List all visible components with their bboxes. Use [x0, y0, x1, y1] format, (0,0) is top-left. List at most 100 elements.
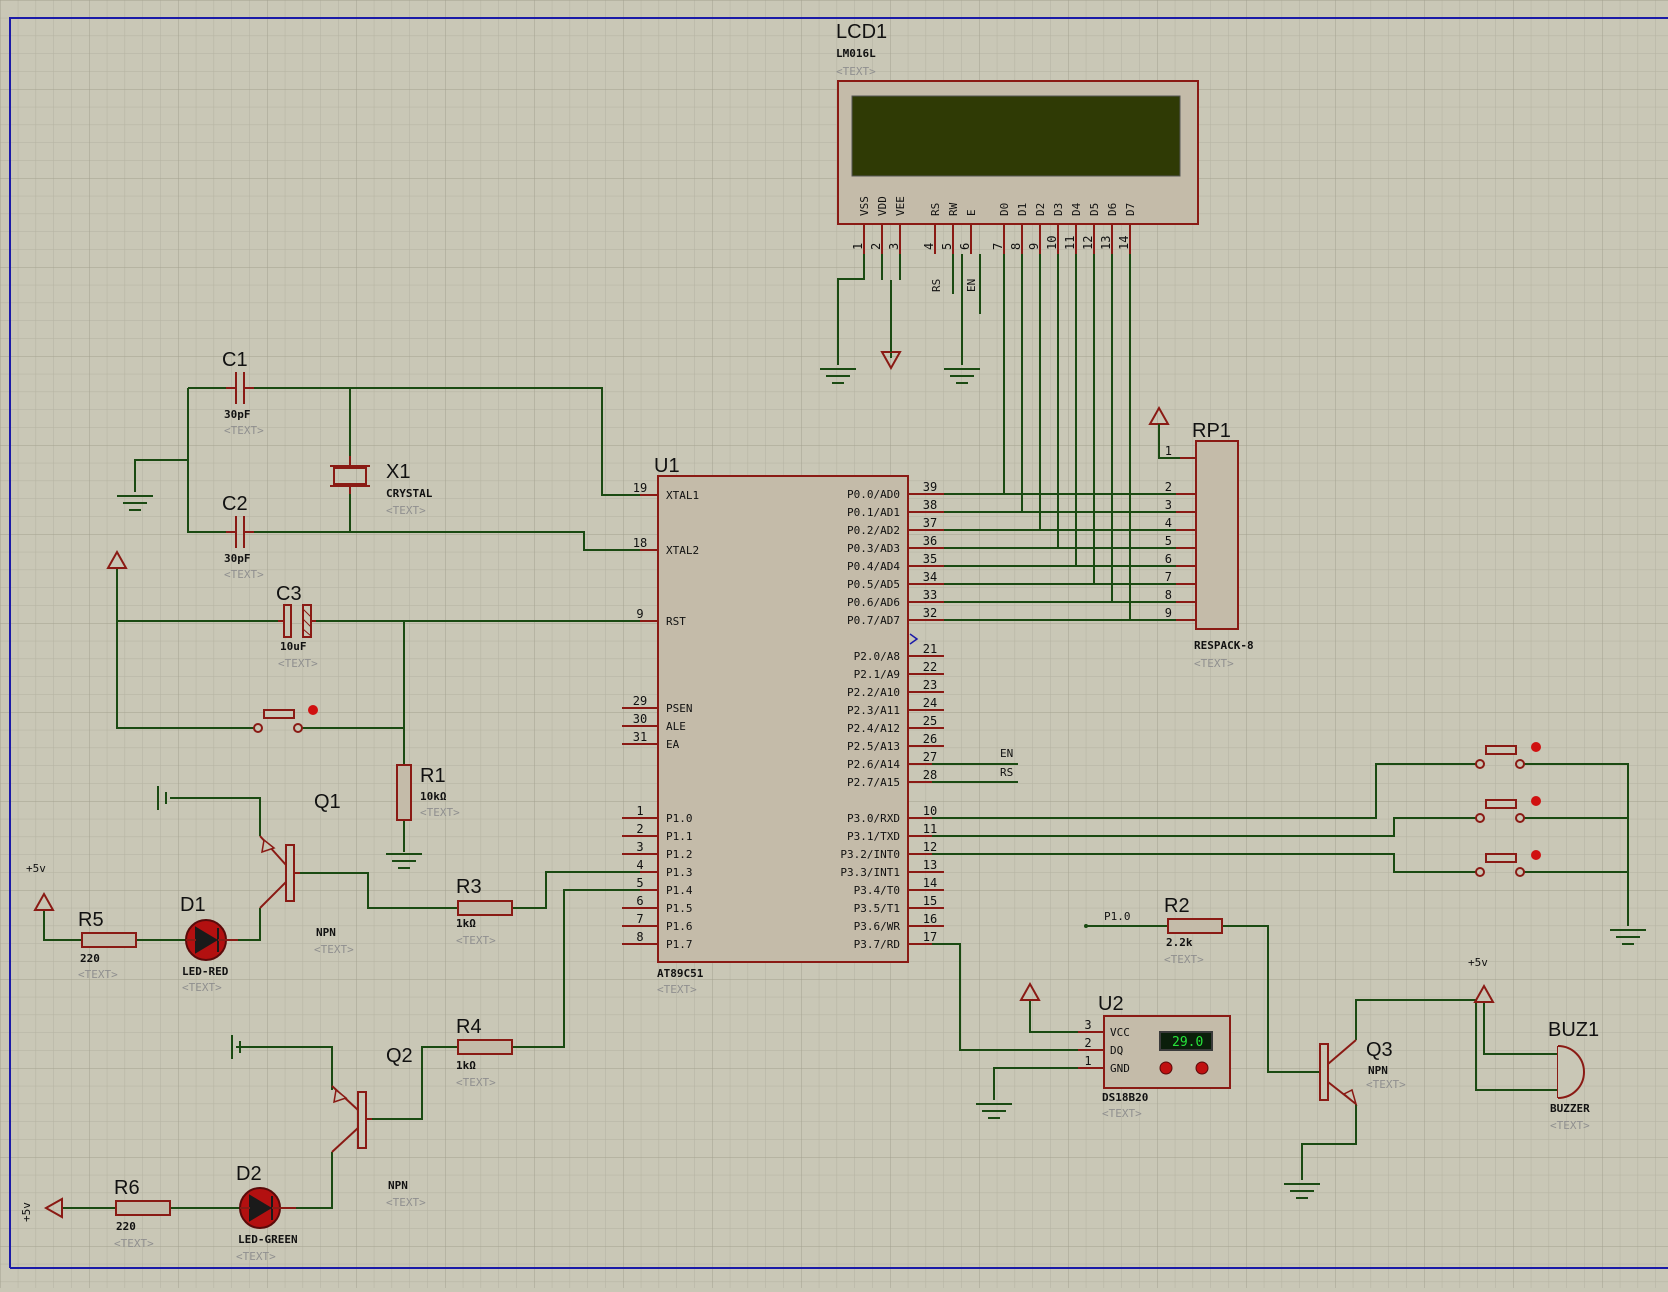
r2-resistor[interactable]: R2 2.2k <TEXT>: [1164, 895, 1223, 966]
q1-ground-battery: [157, 786, 167, 810]
u1-right-pin-name: P3.0/RXD: [847, 812, 900, 825]
c1-value: 30pF: [224, 408, 251, 421]
u2-increase-button[interactable]: [1195, 1061, 1209, 1075]
lcd-pin-number: 14: [1117, 236, 1131, 250]
lcd-pin-number: 10: [1045, 236, 1059, 250]
u1-right-pin-name: P3.7/RD: [854, 938, 900, 951]
rp1-ref: RP1: [1192, 420, 1231, 442]
u1-right-pin-number: 15: [923, 894, 937, 908]
q2-ref: Q2: [386, 1045, 413, 1067]
lcd-pin-name: D4: [1070, 202, 1083, 216]
u1-left-pin-name: P1.5: [666, 902, 693, 915]
rp1-body: [1195, 440, 1239, 630]
u2-pin-number: 1: [1084, 1054, 1091, 1068]
u1-left-pin-number: 30: [633, 712, 647, 726]
osc-ground: [117, 495, 153, 511]
r5-value: 220: [80, 952, 100, 965]
r1-text-placeholder: <TEXT>: [420, 806, 460, 819]
p3-pushbutton[interactable]: [1475, 796, 1541, 823]
u1-right-pin-name: P3.1/TXD: [847, 830, 900, 843]
r6-text-placeholder: <TEXT>: [114, 1237, 154, 1250]
u1-left-pin-number: 6: [636, 894, 643, 908]
lcd-pin-name: VSS: [858, 196, 871, 216]
lcd-pin-name: D0: [998, 203, 1011, 216]
u2-ref: U2: [1098, 993, 1124, 1015]
u1-right-pin-number: 11: [923, 822, 937, 836]
vcc-r5-label: +5v: [26, 862, 46, 875]
r5-resistor[interactable]: R5 220 <TEXT>: [78, 909, 137, 981]
u1-right-pin-name: P0.5/AD5: [847, 578, 900, 591]
d2-text-placeholder: <TEXT>: [236, 1250, 276, 1263]
rp1-text-placeholder: <TEXT>: [1194, 657, 1234, 670]
u1-right-pin-name: P3.6/WR: [854, 920, 901, 933]
r2-value: 2.2k: [1166, 936, 1193, 949]
rp1-pin-number: 8: [1165, 588, 1172, 602]
d2-led[interactable]: D2 LED-GREEN <TEXT>: [236, 1163, 298, 1263]
u1-right-pin-name: P2.4/A12: [847, 722, 900, 735]
r4-resistor[interactable]: R4 1kΩ <TEXT>: [456, 1016, 513, 1089]
lcd-pin-name: E: [965, 209, 978, 216]
p3-pushbuttons[interactable]: [1475, 742, 1541, 877]
lcd-pin-name: D7: [1124, 203, 1137, 216]
u1-right-pin-number: 34: [923, 570, 937, 584]
rp1-vcc: [1148, 405, 1180, 459]
u1-left-pin-name: XTAL2: [666, 544, 699, 557]
u1-right-pin-name: P2.5/A13: [847, 740, 900, 753]
u1-right-pin-number: 21: [923, 642, 937, 656]
lcd-pin-name: D2: [1034, 203, 1047, 216]
u1-left-pin-number: 18: [633, 536, 647, 550]
u1-microcontroller[interactable]: U1 AT89C51 <TEXT> 19XTAL118XTAL29RST29PS…: [622, 455, 944, 996]
r1-ref: R1: [420, 765, 446, 787]
u2-decrease-button[interactable]: [1159, 1061, 1173, 1075]
u1-right-pin-number: 25: [923, 714, 937, 728]
lcd1-component[interactable]: LCD1 LM016L <TEXT> VSS1VDD2VEE3RS4RW5E6D…: [836, 21, 1199, 254]
r5-text-placeholder: <TEXT>: [78, 968, 118, 981]
u1-right-pin-number: 23: [923, 678, 937, 692]
u1-right-pin-name: P2.1/A9: [854, 668, 900, 681]
x1-crystal[interactable]: X1 CRYSTAL <TEXT>: [330, 456, 433, 517]
q2-transistor[interactable]: Q2 NPN <TEXT>: [331, 1045, 426, 1209]
lcd-pin-number: 12: [1081, 236, 1095, 250]
r1-ground: [386, 853, 422, 869]
u2-pin-number: 2: [1084, 1036, 1091, 1050]
r1-resistor[interactable]: R1 10kΩ <TEXT>: [396, 764, 460, 821]
lcd1-model: LM016L: [836, 47, 876, 60]
c3-value: 10uF: [280, 640, 307, 653]
c1-capacitor[interactable]: C1 30pF <TEXT>: [222, 349, 264, 437]
q3-transistor[interactable]: Q3 NPN <TEXT>: [1319, 1039, 1406, 1107]
r3-resistor[interactable]: R3 1kΩ <TEXT>: [456, 876, 513, 947]
lcd-pin-name: D1: [1016, 203, 1029, 216]
q1-transistor[interactable]: Q1 NPN <TEXT>: [259, 791, 354, 956]
rp1-pin-number: 2: [1165, 480, 1172, 494]
c1-text-placeholder: <TEXT>: [224, 424, 264, 437]
r3-text-placeholder: <TEXT>: [456, 934, 496, 947]
c3-capacitor[interactable]: C3 10uF <TEXT>: [276, 583, 318, 670]
lcd-pin-number: 9: [1027, 243, 1041, 250]
r5-ref: R5: [78, 909, 104, 931]
lcd1-ref: LCD1: [836, 21, 887, 43]
p3-pushbutton[interactable]: [1475, 742, 1541, 769]
u1-text-placeholder: <TEXT>: [657, 983, 697, 996]
u1-left-pin-number: 9: [636, 607, 643, 621]
lcd-pin-name: D6: [1106, 203, 1119, 216]
lcd-pin-name: VEE: [894, 196, 907, 216]
rp1-pin-number: 3: [1165, 498, 1172, 512]
c3-ref: C3: [276, 583, 302, 605]
c2-capacitor[interactable]: C2 30pF <TEXT>: [222, 493, 264, 581]
r6-resistor[interactable]: R6 220 <TEXT>: [114, 1177, 171, 1250]
vcc-r5: +5v: [26, 862, 55, 911]
d1-led[interactable]: D1 LED-RED <TEXT>: [180, 894, 238, 994]
u1-left-pin-name: P1.2: [666, 848, 693, 861]
u1-left-pin-number: 19: [633, 481, 647, 495]
buz1-buzzer[interactable]: BUZ1 BUZZER <TEXT>: [1548, 1019, 1599, 1132]
reset-button[interactable]: [253, 705, 318, 733]
r3-value: 1kΩ: [456, 917, 476, 930]
p3-pushbutton[interactable]: [1475, 850, 1541, 877]
q2-type: NPN: [388, 1179, 408, 1192]
u2-wiring: [932, 943, 1078, 1100]
buz1-value: BUZZER: [1550, 1102, 1590, 1115]
